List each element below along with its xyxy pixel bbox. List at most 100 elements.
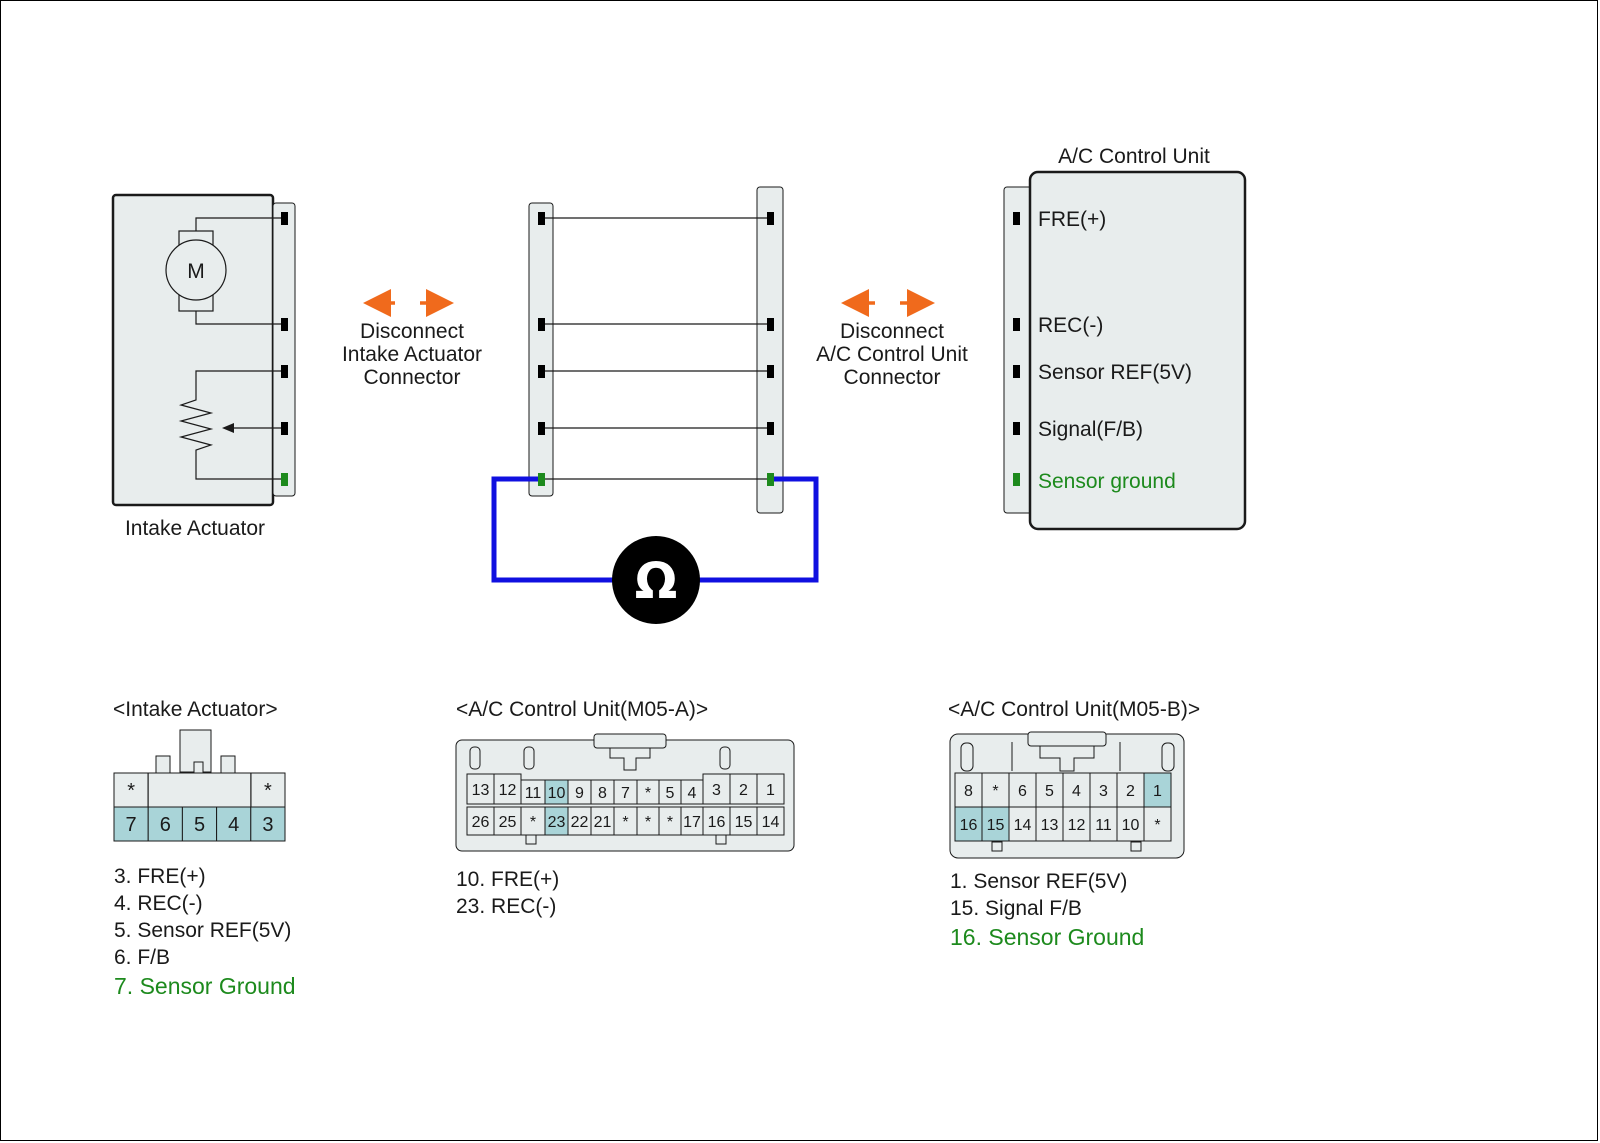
disconnect-left-line3: Connector <box>364 366 461 389</box>
connector-pin-cell <box>113 806 149 842</box>
connector-pin-label: 11 <box>525 785 542 802</box>
connector-pin-label: 12 <box>499 782 517 799</box>
disconnect-right-line3: Connector <box>844 366 941 389</box>
connector-m05b-title: <A/C Control Unit(M05-B)> <box>948 698 1200 721</box>
connector-pin-label: * <box>645 814 651 831</box>
legend-m05b-ground: 16. Sensor Ground <box>950 924 1145 950</box>
connector-pin-label: 26 <box>472 814 490 831</box>
disconnect-acu-note: Disconnect A/C Control Unit Connector <box>816 289 968 389</box>
connector-pin-label: 4 <box>1072 783 1081 800</box>
connector-pin-cell <box>1143 772 1172 808</box>
connector-pin-label: 5 <box>194 814 205 836</box>
potentiometer-icon <box>178 370 281 480</box>
connector-pin-label: * <box>645 785 651 802</box>
control-unit-title: A/C Control Unit <box>1058 145 1210 168</box>
legend-intake: 3. FRE(+) 4. REC(-) 5. Sensor REF(5V) 6.… <box>114 863 296 1000</box>
connector-pin-label: * <box>992 783 998 800</box>
legend-m05b: 1. Sensor REF(5V) 15. Signal F/B 16. Sen… <box>950 868 1144 951</box>
connector-pin-label: 9 <box>575 785 584 802</box>
connector-pin-label: 25 <box>499 814 517 831</box>
connector-pin-label: 8 <box>598 785 607 802</box>
connector-pin-cell <box>1089 806 1118 842</box>
connector-pin-cell <box>1008 772 1037 808</box>
legend-m05a-item: 10. FRE(+) <box>456 868 560 891</box>
connector-pin-label: 10 <box>548 785 566 802</box>
connector-pin-label: 15 <box>735 814 753 831</box>
connector-pin-cell <box>756 773 785 805</box>
connector-pin-cell <box>702 773 731 805</box>
acu-pin-signal: Signal(F/B) <box>1038 418 1143 441</box>
disconnect-left-line2: Intake Actuator <box>342 343 482 366</box>
connector-pin-label: 6 <box>1018 783 1027 800</box>
connector-pin-label: 3 <box>1099 783 1108 800</box>
connector-pin-label: 2 <box>1126 783 1135 800</box>
legend-intake-ground: 7. Sensor Ground <box>114 973 296 999</box>
connector-pin-label: 16 <box>708 814 726 831</box>
acu-pin-rec: REC(-) <box>1038 314 1103 337</box>
connector-pin-label: 3 <box>712 782 721 799</box>
connector-pin-label: 21 <box>594 814 612 831</box>
disconnect-left-line1: Disconnect <box>360 320 464 343</box>
connector-pin-cell <box>1008 806 1037 842</box>
connector-pin-label: 23 <box>548 814 566 831</box>
connector-pin-cell <box>250 806 286 842</box>
connector-pin-label: 17 <box>683 814 701 831</box>
connector-pin-label: 10 <box>1122 817 1140 834</box>
connector-pin-label: 22 <box>571 814 589 831</box>
connector-pin-label: 8 <box>964 783 973 800</box>
connector-pin-label: 14 <box>762 814 780 831</box>
ohmmeter-icon <box>612 536 700 624</box>
harness <box>528 186 784 514</box>
connector-pin-cell <box>1089 772 1118 808</box>
connector-pin-label: 5 <box>1045 783 1054 800</box>
connector-pin-cell <box>216 806 252 842</box>
motor-symbol: M <box>187 260 205 283</box>
connector-intake-title: <Intake Actuator> <box>113 698 278 721</box>
connector-pin-label: 2 <box>739 782 748 799</box>
connector-pin-cell <box>954 806 983 842</box>
connector-pin-cell <box>756 806 785 836</box>
connector-m05a-title: <A/C Control Unit(M05-A)> <box>456 698 708 721</box>
connector-pin-cell <box>493 773 522 805</box>
connector-pin-cell <box>1116 772 1145 808</box>
connector-pin-label: 7 <box>621 785 630 802</box>
connector-pin-label: * <box>264 780 272 802</box>
motor-icon: M <box>165 230 227 312</box>
ohmmeter: Ω <box>491 476 819 624</box>
connector-pin-label: * <box>667 814 673 831</box>
legend-intake-item: 4. REC(-) <box>114 892 203 915</box>
connector-pin-label: 7 <box>126 814 137 836</box>
legend-intake-item: 6. F/B <box>114 946 171 969</box>
connector-pin-label: * <box>1154 817 1160 834</box>
connector-pin-cell <box>954 772 983 808</box>
legend-m05a-item: 23. REC(-) <box>456 895 557 918</box>
connector-pin-label: 1 <box>1153 783 1162 800</box>
connector-pin-label: * <box>622 814 628 831</box>
intake-actuator: M Intake Actuator <box>111 193 296 540</box>
connector-pin-cell <box>729 806 758 836</box>
legend-m05b-item: 1. Sensor REF(5V) <box>950 870 1128 893</box>
connector-pin-label: 1 <box>766 782 775 799</box>
connector-pin-cell <box>981 772 1010 808</box>
connector-pin-label: 6 <box>160 814 171 836</box>
legend-m05b-item: 15. Signal F/B <box>950 897 1082 920</box>
connector-pin-label: 5 <box>666 785 675 802</box>
connector-pin-cell <box>981 806 1010 842</box>
connector-pin-label: 11 <box>1095 817 1112 834</box>
legend-m05a: 10. FRE(+) 23. REC(-) <box>456 866 559 920</box>
connector-pin-label: 13 <box>1041 817 1059 834</box>
disconnect-right-line2: A/C Control Unit <box>816 343 968 366</box>
acu-pin-fre: FRE(+) <box>1038 208 1106 231</box>
intake-actuator-label: Intake Actuator <box>125 517 265 540</box>
connector-pin-cell <box>520 806 546 836</box>
connector-pin-label: 13 <box>472 782 490 799</box>
ac-control-unit: A/C Control Unit FRE(+) REC(-) Sensor RE… <box>1003 145 1247 531</box>
connector-pin-label: * <box>530 814 536 831</box>
disconnect-intake-note: Disconnect Intake Actuator Connector <box>342 289 482 389</box>
legend-intake-item: 3. FRE(+) <box>114 865 206 888</box>
disconnect-right-line1: Disconnect <box>840 320 944 343</box>
